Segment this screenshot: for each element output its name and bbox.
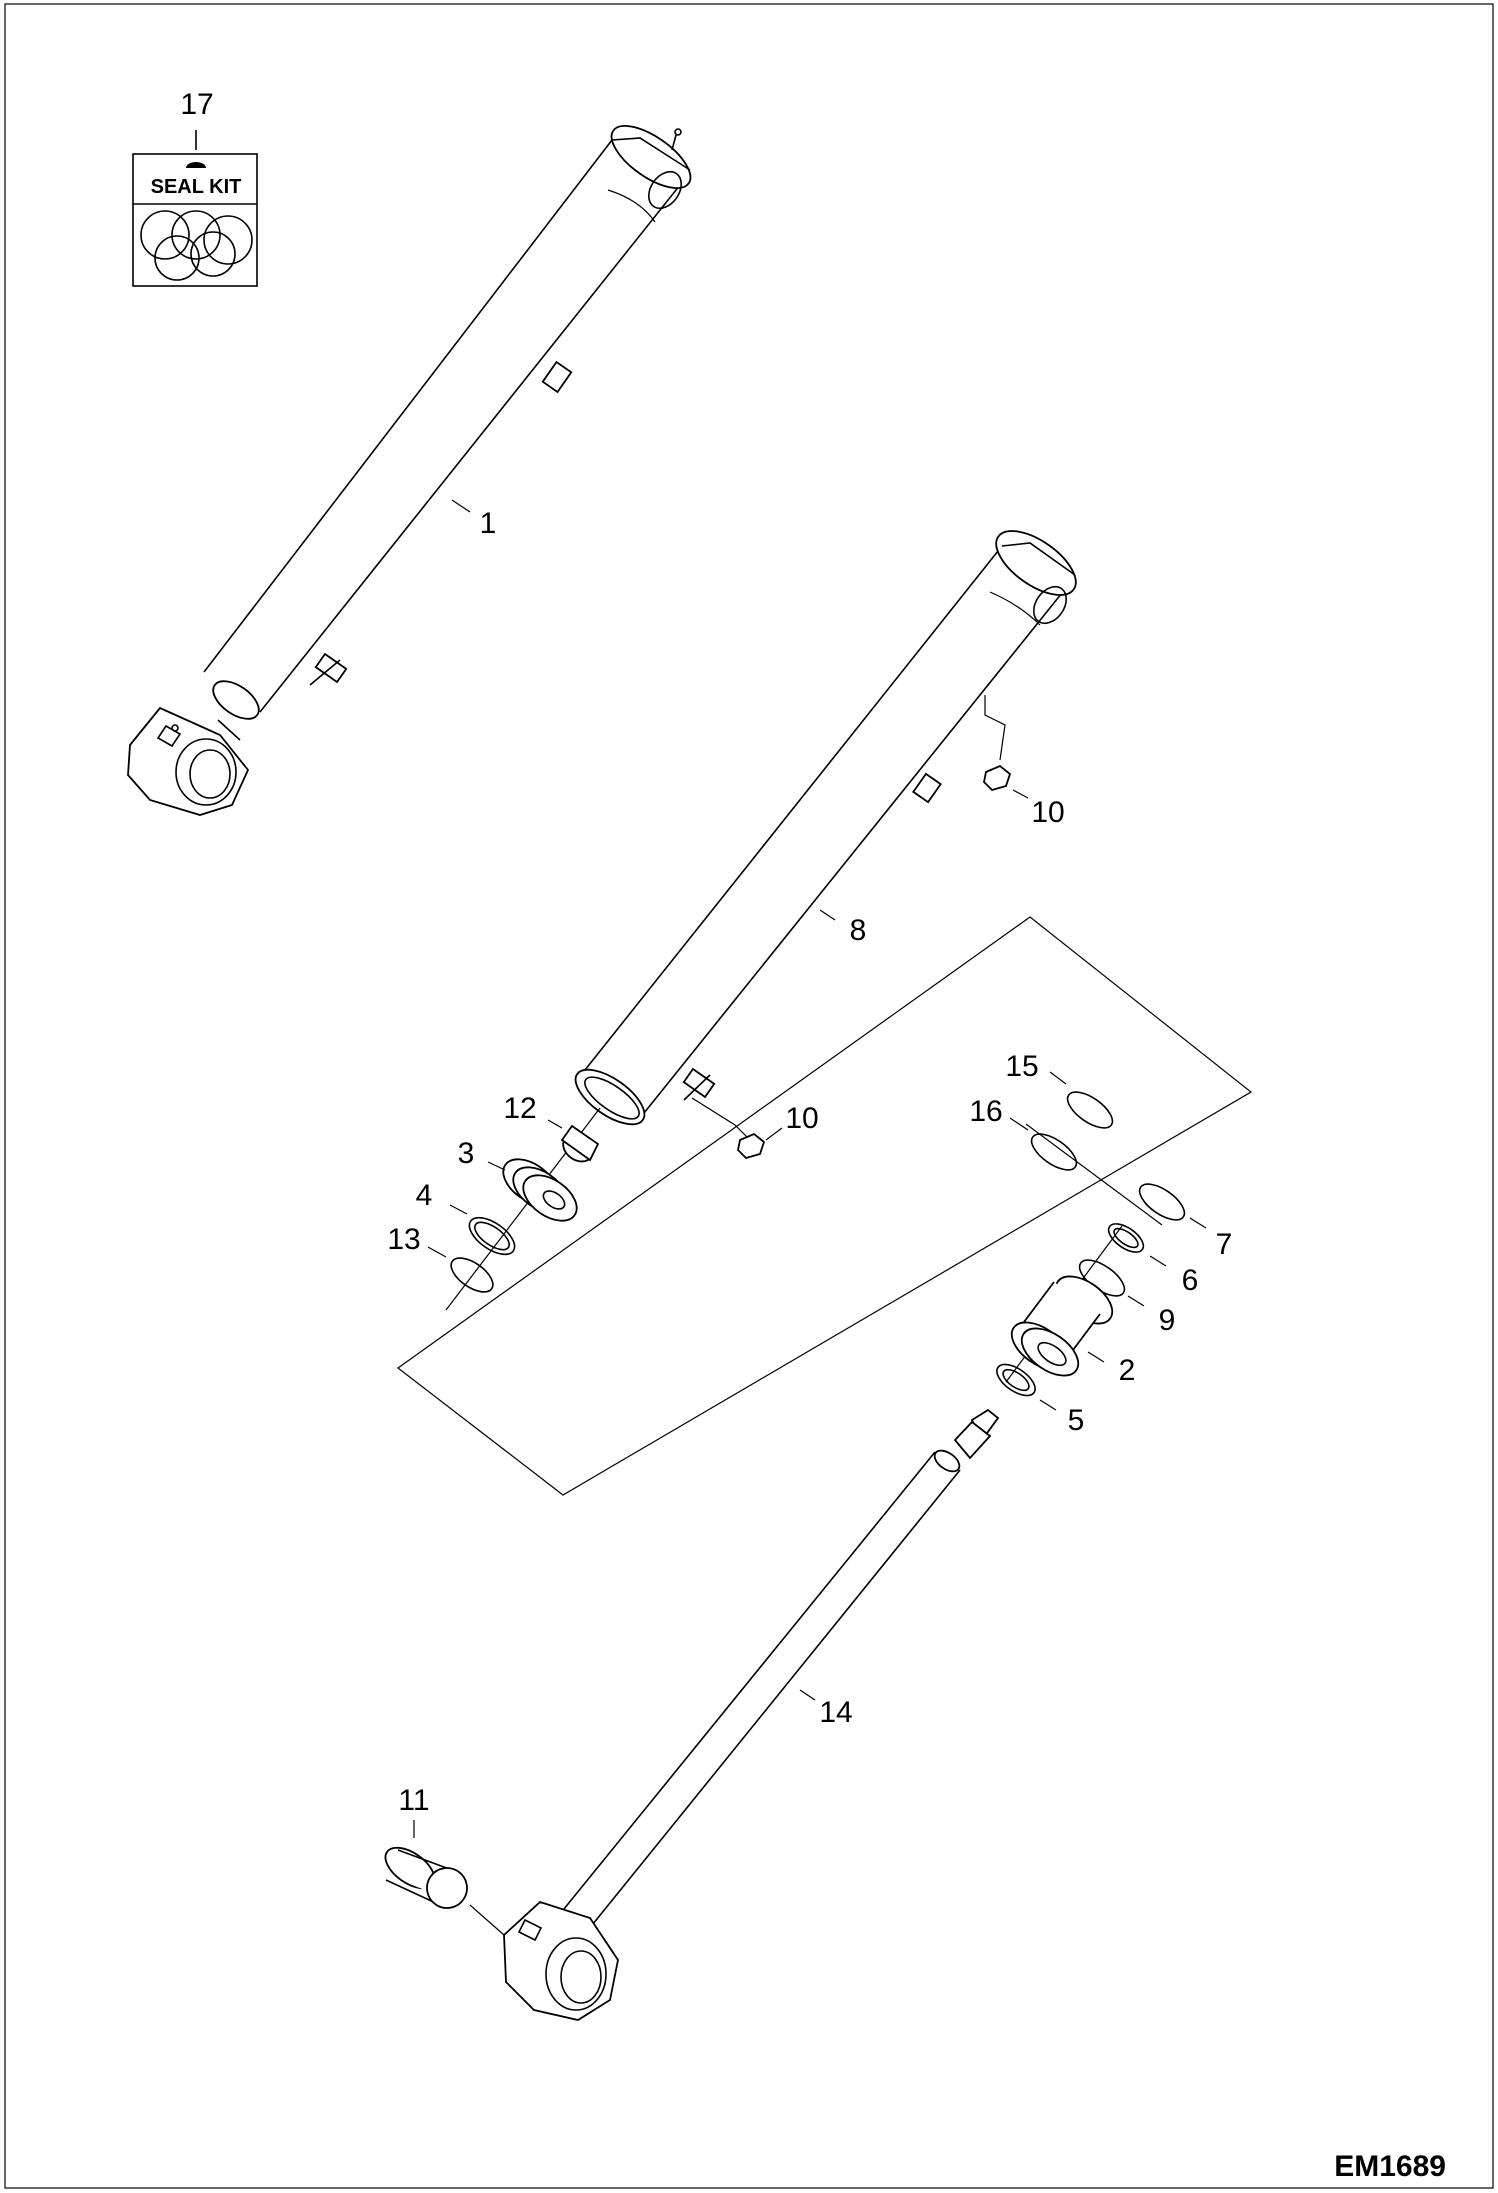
part-6-ring: [1107, 1223, 1145, 1253]
leader-14: [799, 1689, 816, 1701]
part-13-o-ring: [450, 1257, 494, 1293]
callout-2: 2: [1119, 1354, 1136, 1387]
fitting-10-lower: [737, 1132, 766, 1160]
drawing-frame: [4, 3, 1494, 2189]
leader-2: [1087, 1351, 1105, 1363]
leader-3: [487, 1161, 506, 1171]
callout-5: 5: [1068, 1404, 1085, 1437]
leader-8: [819, 909, 836, 921]
leader-13: [427, 1246, 447, 1258]
barrel: [574, 530, 1077, 1143]
leader-12: [547, 1119, 563, 1129]
leader-9: [1127, 1295, 1145, 1307]
drawing-code: EM1689: [1334, 2150, 1446, 2183]
seal-kit-box: SEAL KIT: [132, 130, 258, 287]
leader-5: [1039, 1399, 1057, 1411]
part-3-piston: [502, 1158, 578, 1222]
part-5-wiper: [996, 1363, 1036, 1397]
callout-12: 12: [503, 1092, 536, 1125]
rod: [503, 1408, 1000, 2021]
leader-6: [1149, 1255, 1167, 1267]
part-2-gland: [1010, 1275, 1114, 1377]
part-11-bushing: [384, 1846, 505, 1936]
callout-8: 8: [850, 914, 867, 947]
callout-1: 1: [480, 507, 497, 540]
o-rings-icon: [140, 210, 253, 281]
callout-13: 13: [387, 1223, 420, 1256]
part-15-o-ring: [1066, 1091, 1114, 1129]
part-7-o-ring: [1138, 1183, 1186, 1221]
seal-kit-hanger-icon: [186, 162, 206, 168]
callout-11: 11: [398, 1784, 429, 1817]
callout-10b: 10: [785, 1102, 818, 1135]
callout-4: 4: [416, 1179, 433, 1212]
detail-box: [396, 916, 1253, 1496]
part-16-ring: [1030, 1133, 1078, 1171]
leader-10a: [1012, 789, 1029, 799]
leader-15: [1049, 1071, 1067, 1085]
callout-15: 15: [1005, 1050, 1038, 1083]
callout-17: 17: [180, 88, 213, 121]
leader-10b: [765, 1127, 783, 1141]
leader-7: [1189, 1217, 1207, 1229]
callout-3: 3: [458, 1137, 475, 1170]
callout-7: 7: [1216, 1228, 1233, 1261]
leader-4: [449, 1204, 468, 1215]
leader-16: [1009, 1117, 1029, 1131]
axis-upper-right: [1025, 1123, 1163, 1226]
callout-6: 6: [1182, 1264, 1199, 1297]
callout-16: 16: [969, 1095, 1002, 1128]
part-4-ring: [468, 1216, 516, 1256]
callout-14: 14: [819, 1696, 852, 1729]
seal-kit-label: SEAL KIT: [151, 176, 242, 198]
callout-10a: 10: [1031, 796, 1064, 829]
leader-1: [451, 499, 471, 513]
callout-9: 9: [1159, 1304, 1176, 1337]
fitting-10-upper: [983, 764, 1012, 792]
cylinder-assembly: [127, 125, 692, 816]
part-12-nut: [560, 1124, 600, 1163]
